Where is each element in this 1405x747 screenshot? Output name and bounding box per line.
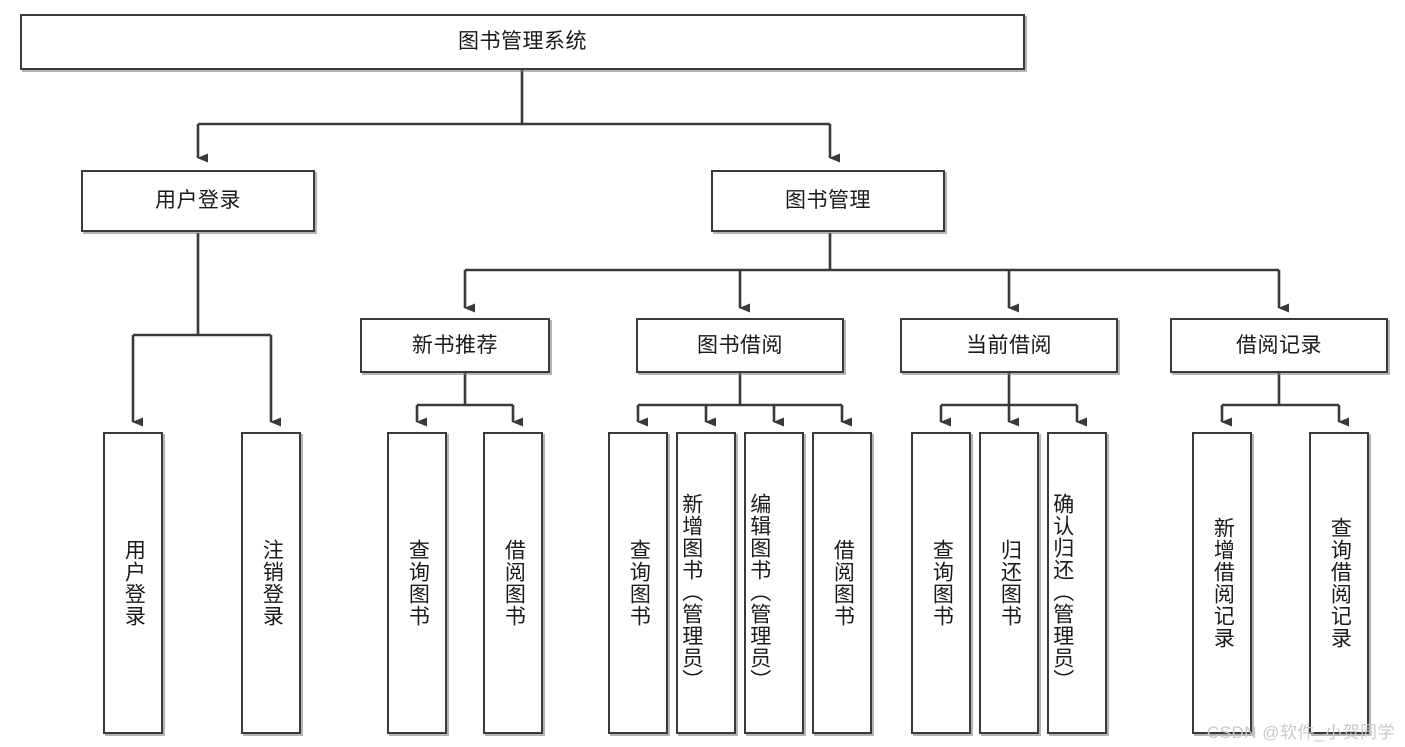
node-current-borrow[interactable]: 当前借阅: [900, 318, 1118, 373]
node-new-book-recommend[interactable]: 新书推荐: [360, 318, 550, 373]
node-leaf-query-record[interactable]: 查询借阅记录: [1309, 432, 1369, 734]
node-leaf-query-book-1[interactable]: 查询图书: [387, 432, 447, 734]
node-book-borrow-label: 图书借阅: [697, 333, 783, 357]
node-leaf-query-book-3-label: 查询图书: [930, 539, 954, 627]
node-leaf-query-book-2[interactable]: 查询图书: [608, 432, 668, 734]
node-book-management[interactable]: 图书管理: [711, 170, 945, 232]
node-leaf-borrow-book-1[interactable]: 借阅图书: [483, 432, 543, 734]
node-leaf-query-book-3[interactable]: 查询图书: [911, 432, 971, 734]
node-leaf-confirm-return[interactable]: 确认归还（管理员）: [1047, 432, 1107, 734]
node-leaf-edit-book[interactable]: 编辑图书（管理员）: [744, 432, 804, 734]
node-leaf-add-book[interactable]: 新增图书（管理员）: [676, 432, 736, 734]
node-borrow-record-label: 借阅记录: [1236, 333, 1322, 357]
node-leaf-add-record[interactable]: 新增借阅记录: [1192, 432, 1252, 734]
node-book-borrow[interactable]: 图书借阅: [636, 318, 844, 373]
node-leaf-borrow-book-2[interactable]: 借阅图书: [812, 432, 872, 734]
node-leaf-return-book-label: 归还图书: [998, 539, 1022, 627]
node-leaf-add-book-label: 新增图书（管理员）: [679, 493, 703, 691]
node-user-login-label: 用户登录: [155, 189, 241, 213]
node-root-label: 图书管理系统: [458, 30, 587, 54]
node-leaf-query-book-2-label: 查询图书: [627, 539, 651, 627]
node-leaf-borrow-book-2-label: 借阅图书: [831, 539, 855, 627]
node-leaf-user-login-label: 用户登录: [122, 539, 146, 627]
node-leaf-add-record-label: 新增借阅记录: [1211, 517, 1235, 649]
node-leaf-logout-login-label: 注销登录: [260, 539, 284, 627]
node-leaf-query-book-1-label: 查询图书: [406, 539, 430, 627]
node-leaf-borrow-book-1-label: 借阅图书: [502, 539, 526, 627]
node-leaf-confirm-return-label: 确认归还（管理员）: [1050, 493, 1074, 691]
node-current-borrow-label: 当前借阅: [966, 333, 1052, 357]
node-leaf-edit-book-label: 编辑图书（管理员）: [747, 493, 771, 691]
node-borrow-record[interactable]: 借阅记录: [1170, 318, 1388, 373]
node-leaf-logout-login[interactable]: 注销登录: [241, 432, 301, 734]
node-user-login[interactable]: 用户登录: [81, 170, 315, 232]
node-leaf-return-book[interactable]: 归还图书: [979, 432, 1039, 734]
node-new-book-recommend-label: 新书推荐: [412, 333, 498, 357]
node-leaf-user-login[interactable]: 用户登录: [103, 432, 163, 734]
node-root[interactable]: 图书管理系统: [20, 14, 1025, 70]
node-leaf-query-record-label: 查询借阅记录: [1328, 517, 1352, 649]
node-book-management-label: 图书管理: [785, 189, 871, 213]
